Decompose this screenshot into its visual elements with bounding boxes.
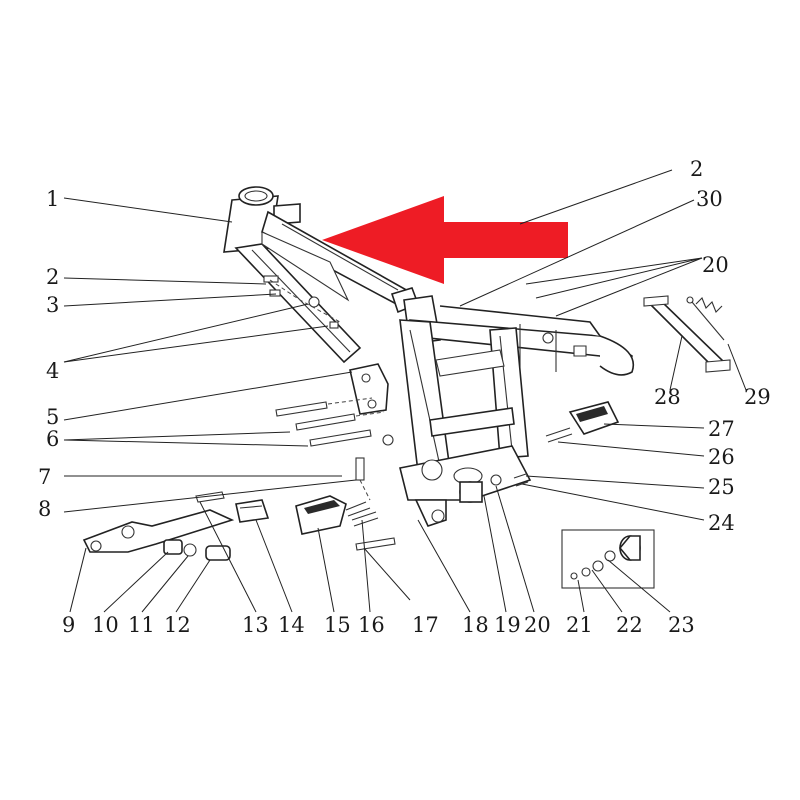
callout-18: 18 [462, 613, 489, 637]
callout-4: 4 [46, 359, 59, 383]
fasteners-left [263, 275, 385, 447]
callout-24: 24 [708, 511, 735, 535]
callout-15: 15 [324, 613, 351, 637]
callout-10: 10 [92, 613, 119, 637]
callout-20-bottom: 20 [524, 613, 551, 637]
callout-5: 5 [46, 405, 59, 429]
callout-6: 6 [46, 427, 59, 451]
callout-20-top: 20 [702, 253, 729, 277]
kickstand [643, 295, 731, 373]
callout-2-top: 2 [690, 157, 703, 181]
callout-28: 28 [654, 385, 681, 409]
callout-17: 17 [412, 613, 439, 637]
callout-25: 25 [708, 475, 735, 499]
callout-22: 22 [616, 613, 643, 637]
callout-29: 29 [744, 385, 771, 409]
footpeg-left [295, 457, 396, 551]
callout-1: 1 [46, 187, 59, 211]
callout-21: 21 [566, 613, 593, 637]
callout-2-left: 2 [46, 265, 59, 289]
callout-19: 19 [494, 613, 521, 637]
callout-14: 14 [278, 613, 305, 637]
callout-labels: 1 2 2 3 4 5 6 7 8 9 10 11 12 13 14 15 16… [38, 157, 771, 637]
swingarm-bushing [459, 473, 529, 503]
callout-26: 26 [708, 445, 735, 469]
leader-lines [63, 169, 747, 613]
callout-11: 11 [128, 613, 155, 637]
callout-3: 3 [46, 293, 59, 317]
callout-12: 12 [164, 613, 191, 637]
callout-27: 27 [708, 417, 735, 441]
red-direction-arrow [322, 196, 568, 284]
callout-23: 23 [668, 613, 695, 637]
brake-pedal-assembly [82, 491, 270, 561]
detail-box [561, 529, 655, 589]
callout-13: 13 [242, 613, 269, 637]
main-frame [223, 186, 635, 527]
callout-7: 7 [38, 465, 51, 489]
callout-16: 16 [358, 613, 385, 637]
footpeg-right [545, 401, 620, 443]
callout-8: 8 [38, 497, 51, 521]
callout-9: 9 [62, 613, 75, 637]
callout-30: 30 [696, 187, 723, 211]
